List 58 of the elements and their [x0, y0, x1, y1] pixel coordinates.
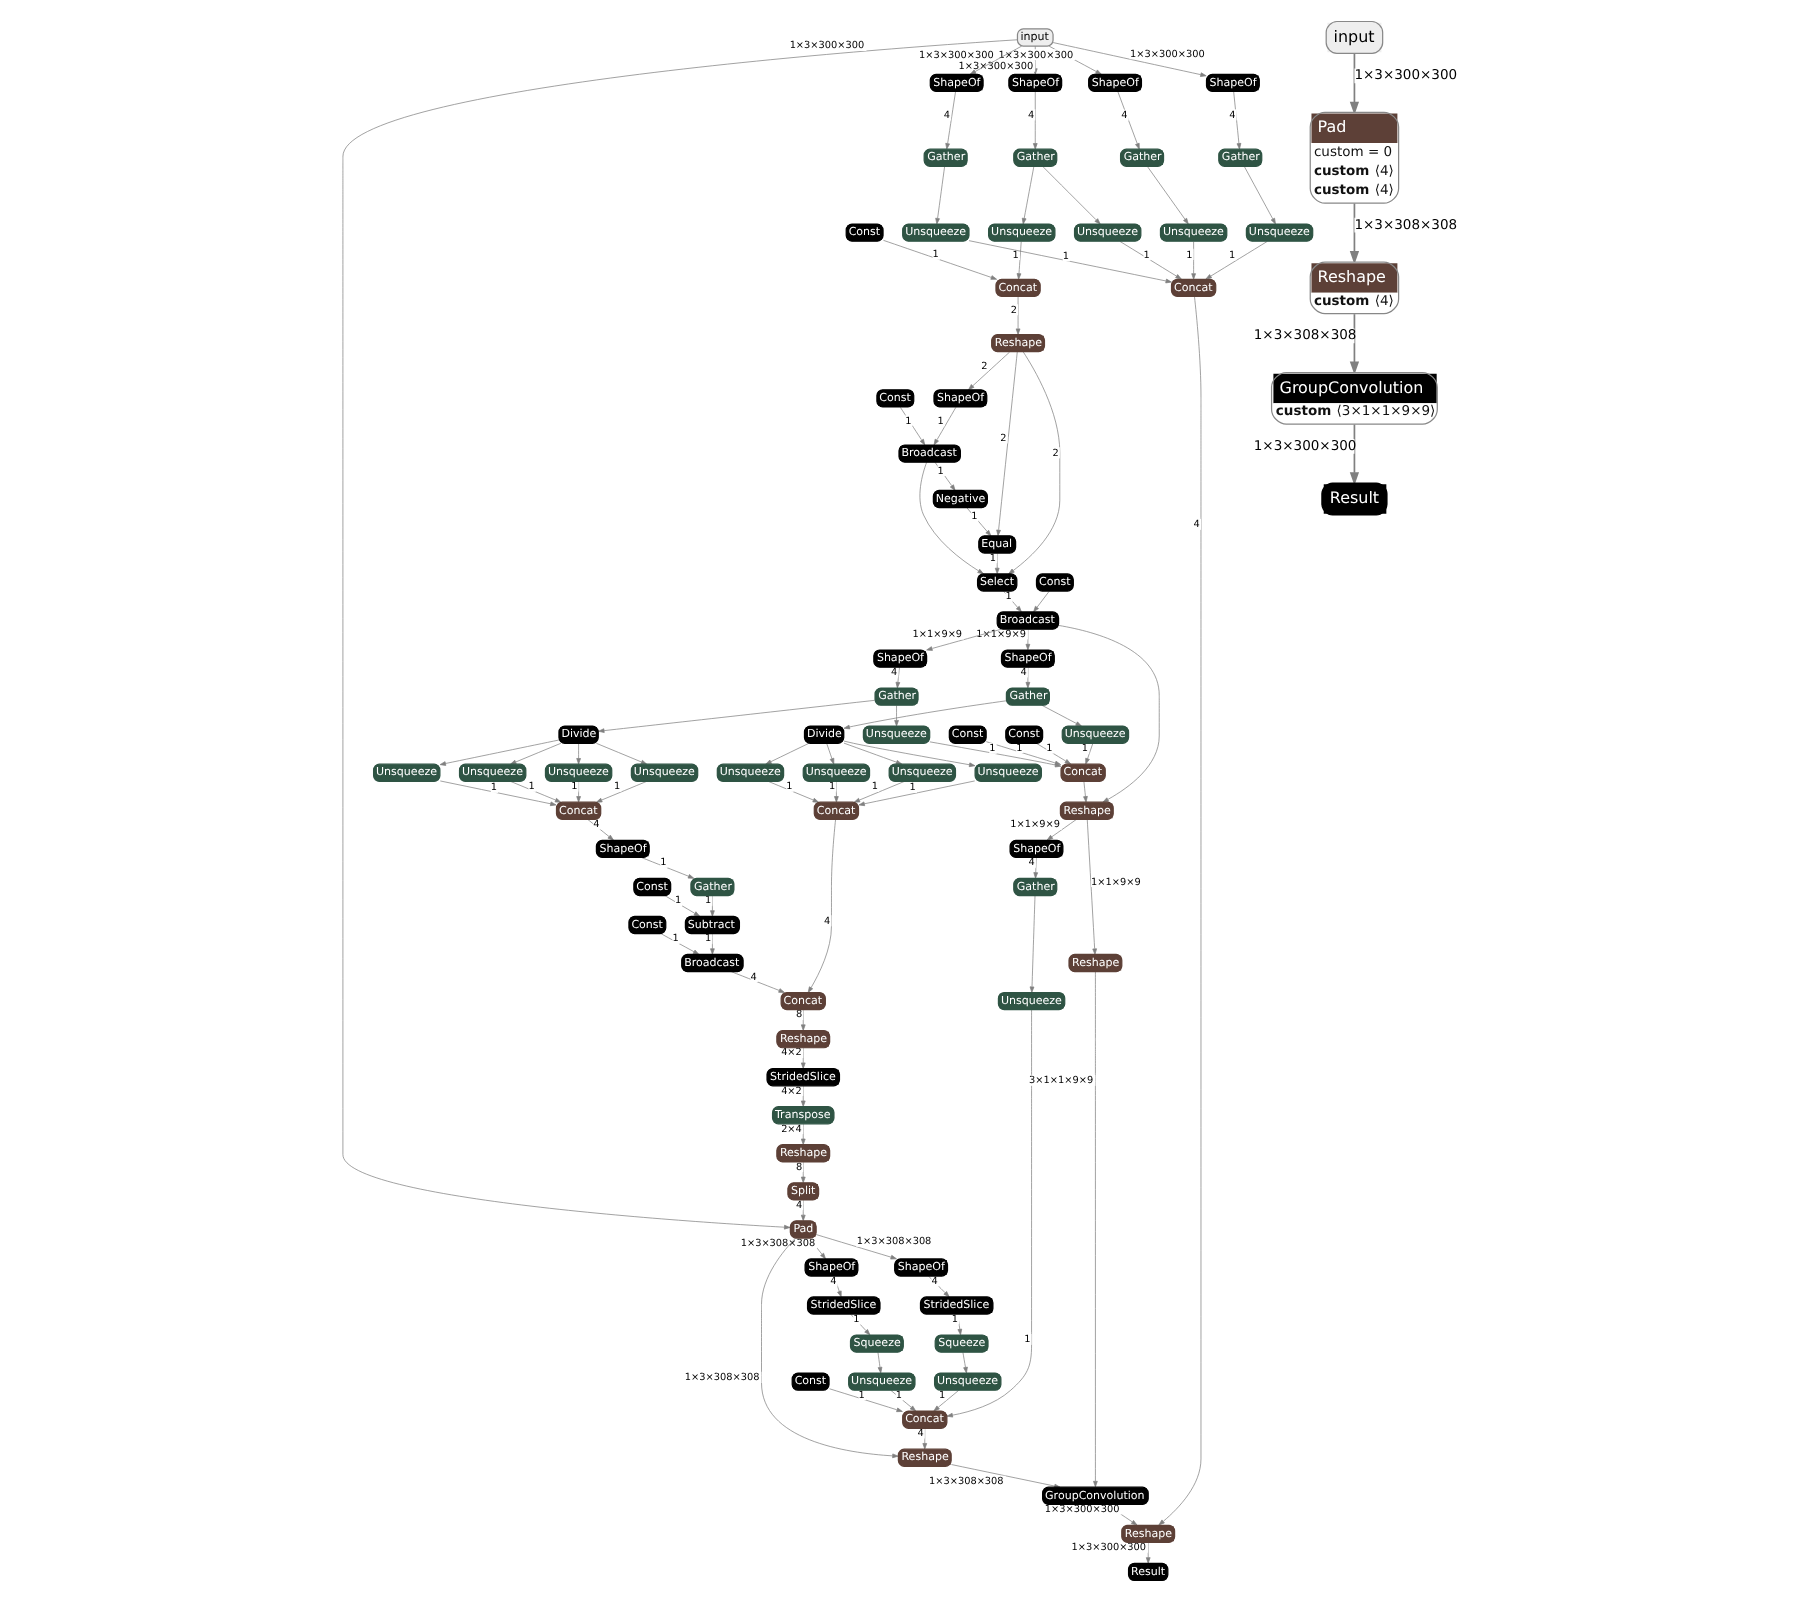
arrow — [877, 1352, 883, 1374]
arrow — [843, 742, 903, 765]
arrow — [800, 1009, 806, 1031]
arrow — [800, 1199, 806, 1222]
arrow — [1119, 241, 1182, 280]
arrow — [969, 45, 1022, 75]
arrow — [800, 1047, 806, 1069]
arrow — [966, 507, 992, 537]
arrow — [900, 407, 926, 446]
arrow — [894, 705, 899, 727]
arrow — [946, 1009, 1032, 1418]
arrow — [1021, 166, 1035, 225]
arrow — [598, 699, 876, 733]
arrow — [895, 667, 901, 689]
arrow — [576, 743, 581, 765]
arrow — [1046, 819, 1077, 841]
arrow — [710, 933, 715, 955]
arrow — [1085, 743, 1094, 765]
arrow — [1016, 241, 1022, 280]
arrow — [968, 240, 1172, 284]
arrow — [800, 1161, 806, 1183]
arrow — [1015, 296, 1021, 335]
arrow — [1025, 667, 1031, 689]
arrow — [1083, 781, 1088, 803]
arrow — [641, 857, 695, 879]
arrow — [883, 239, 997, 280]
arrow — [834, 781, 839, 803]
arrow — [1191, 241, 1196, 280]
arrow — [767, 781, 819, 803]
arrow — [1205, 241, 1268, 280]
arrow — [439, 739, 560, 766]
arrow — [800, 1123, 806, 1145]
arrow — [1025, 628, 1031, 651]
arrow — [1086, 819, 1097, 955]
arrow — [1042, 166, 1101, 225]
arrow — [968, 351, 1010, 390]
arrow — [843, 740, 976, 768]
arrow — [1033, 590, 1050, 613]
arrow — [935, 166, 945, 225]
arrow — [765, 742, 810, 765]
arrow — [710, 895, 715, 917]
arrow — [843, 700, 1007, 730]
arrow — [926, 628, 1002, 651]
arrow — [800, 1085, 806, 1107]
arrow — [1093, 971, 1098, 1488]
arrow — [1029, 895, 1036, 993]
arrow — [510, 742, 562, 765]
arrow — [826, 743, 835, 765]
arrow — [1032, 91, 1038, 150]
arrow — [962, 1352, 968, 1374]
arrow — [1233, 91, 1242, 150]
arrow — [1033, 857, 1038, 879]
arrow — [994, 552, 1000, 575]
arrow — [1145, 1542, 1151, 1564]
arrow — [1244, 166, 1276, 225]
arrow — [1147, 166, 1189, 225]
arrow — [596, 742, 648, 765]
arrow — [815, 1234, 897, 1260]
